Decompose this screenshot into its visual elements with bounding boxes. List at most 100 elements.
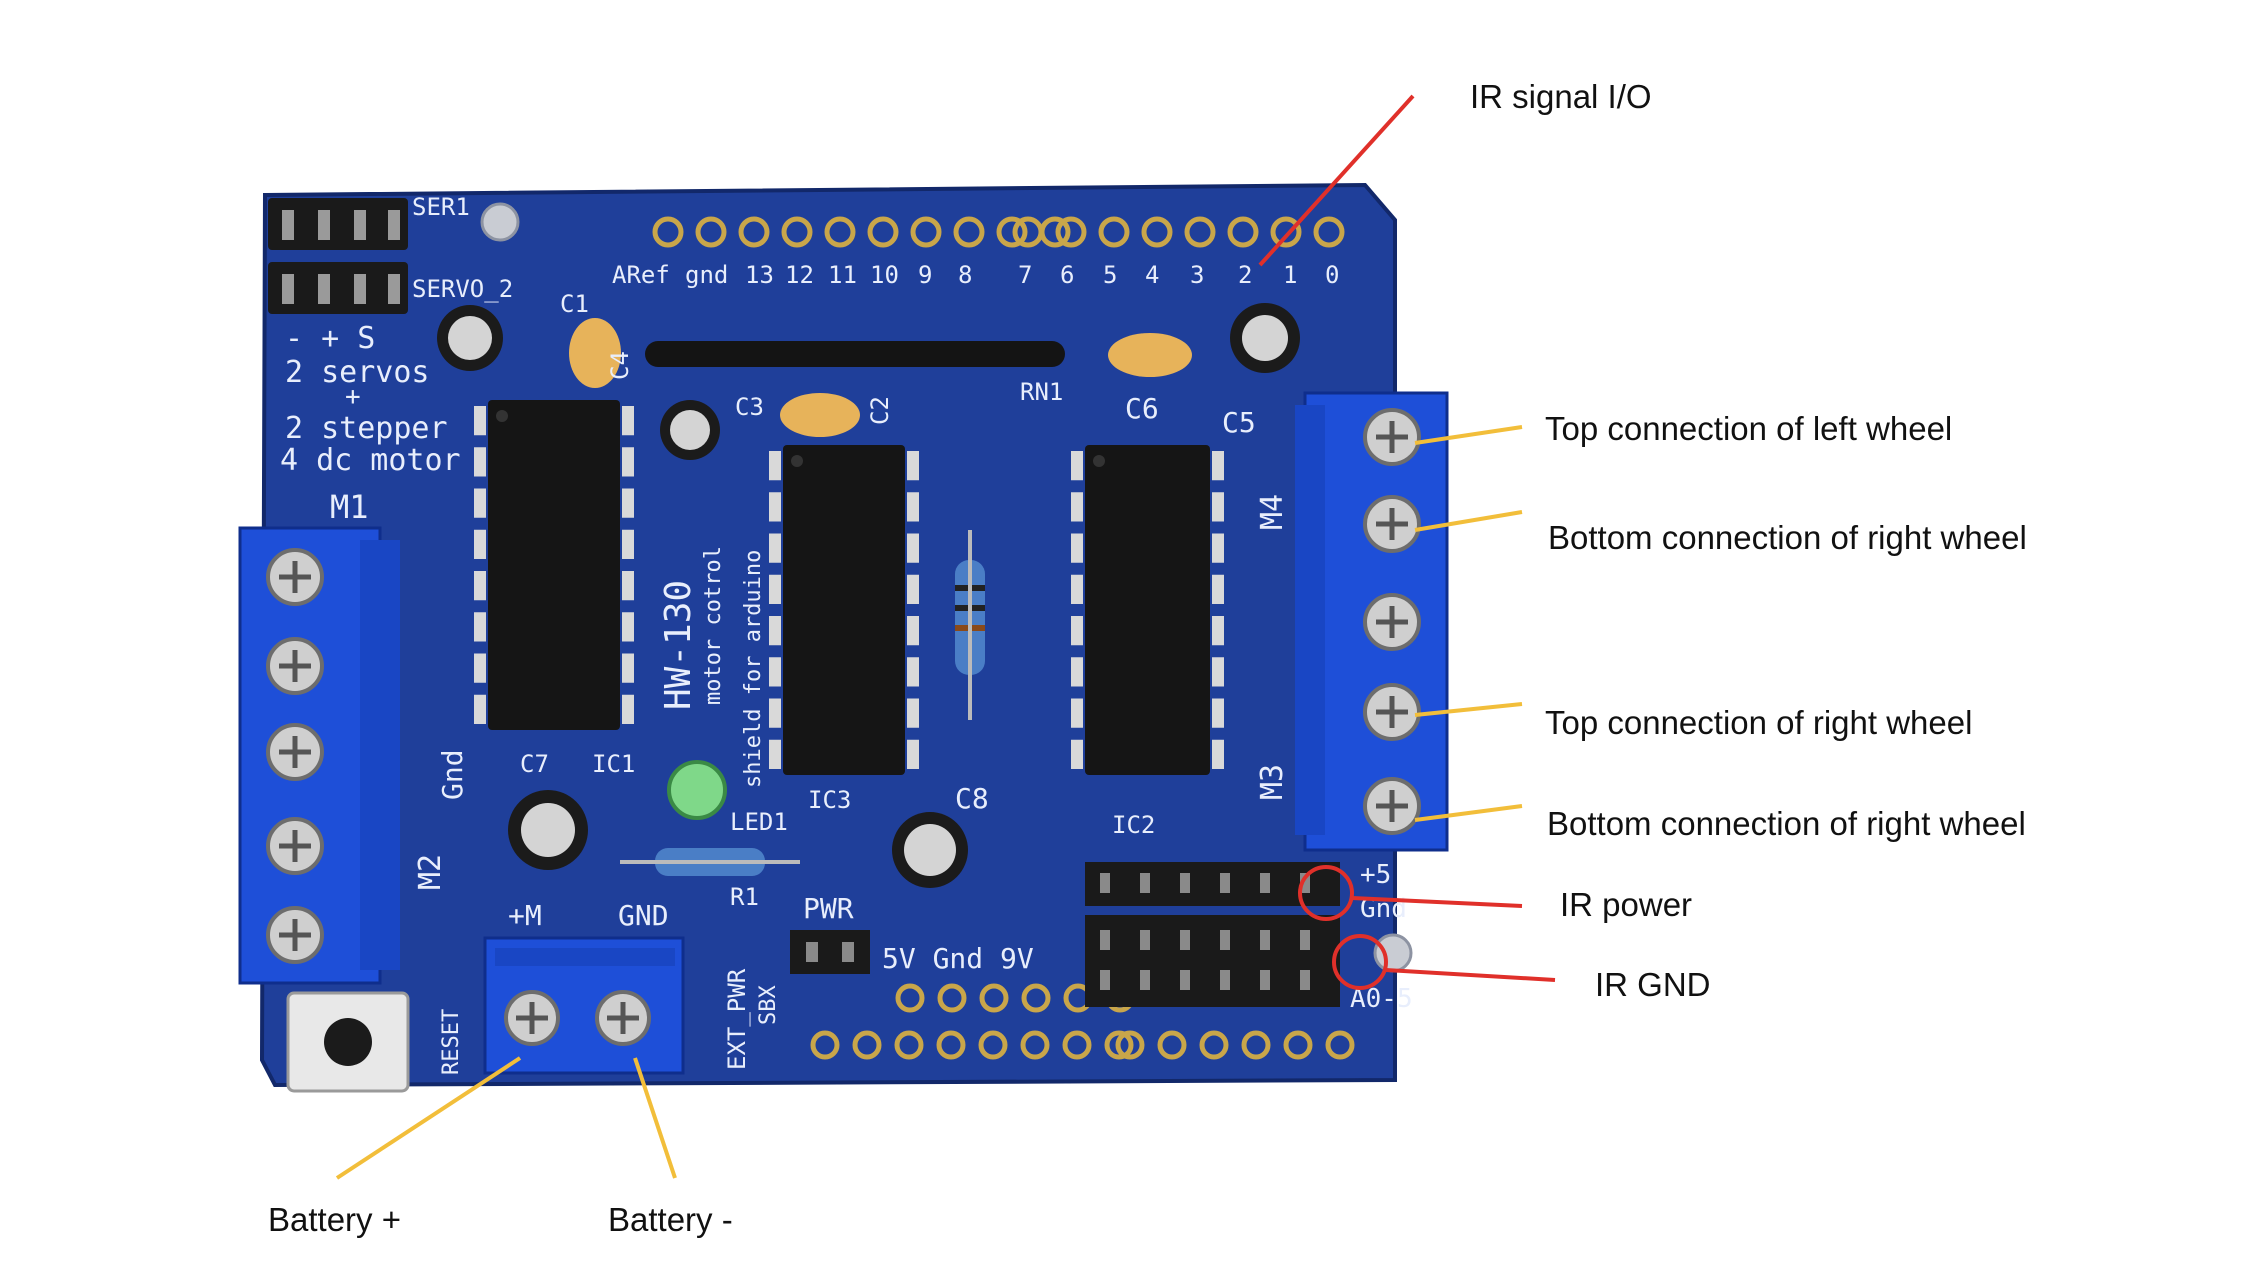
chip-pin [907,492,919,522]
chip-pin [1071,739,1083,769]
chip-pin [622,406,634,436]
header-pad [1157,1030,1187,1060]
chip-pin [769,657,781,687]
header-pad [1227,216,1259,248]
header-pad [894,1030,924,1060]
header-pad [953,216,985,248]
leader-bottom-right-wheel-2 [1414,804,1523,822]
label-feature-plus: + [345,382,361,412]
header-pad [1325,1030,1355,1060]
label-plus-m: +M [508,899,542,932]
header-pad [1020,1030,1050,1060]
label-c1: C1 [560,290,589,318]
label-led1: LED1 [730,808,788,836]
chip-pin [474,694,486,724]
header-pad [996,216,1028,248]
resistor-network-rn1 [645,341,1065,367]
ic-chips [474,400,1224,775]
leader-ir-signal [1258,94,1415,267]
digital-pin-label: 2 [1238,261,1252,289]
header-pin [1220,970,1230,990]
terminal-screw-slot [279,830,311,862]
header-pin [1260,930,1270,950]
terminal-block-m3-m4 [1295,391,1449,852]
leader-battery-plus [335,1056,522,1180]
digital-header-pads [652,216,1345,248]
chip-pin [769,533,781,563]
header-pin [1100,930,1110,950]
chip-pin [622,571,634,601]
label-gnd-term: GND [618,899,669,932]
header-pad [978,1030,1008,1060]
chip-pin [769,616,781,646]
label-c8: C8 [955,782,989,815]
chip-pin [907,533,919,563]
chip-pin [622,529,634,559]
header-pad [1283,1030,1313,1060]
chip-pin [769,698,781,728]
label-model: HW-130 [658,580,699,710]
callout-ir-gnd: IR GND [1595,966,1711,1003]
header-pad [781,216,813,248]
label-servo2: SERVO_2 [412,275,513,303]
label-c7: C7 [520,750,549,778]
leader-ir-gnd [1385,968,1556,982]
header-pin [1180,873,1190,893]
label-m1: M1 [330,488,369,526]
digital-pin-label: 12 [785,261,814,289]
header-pin [1100,970,1110,990]
terminal-screw-slot [1376,508,1408,540]
ir-gnd-marker [1332,934,1388,990]
chip-pin [769,574,781,604]
chip-pin [474,612,486,642]
chip-body [488,400,620,730]
header-pad [979,983,1009,1013]
right-pin-headers [1085,862,1340,1007]
header-pad [895,983,925,1013]
chip-pin [907,451,919,481]
label-r1: R1 [730,883,759,911]
label-c6: C6 [1125,392,1159,425]
leader-battery-minus [633,1057,677,1179]
servo-headers [268,198,408,314]
digital-pin-label: 4 [1145,261,1159,289]
label-ext-pwr: EXT_PWR [723,968,751,1070]
callout-battery-plus: Battery + [268,1201,401,1238]
terminal-screw-slot [1376,421,1408,453]
chip-pin [622,653,634,683]
header-pad [936,1030,966,1060]
header-pin [1220,930,1230,950]
label-subtitle-2: shield for arduino [741,550,766,788]
chip-notch [496,410,508,422]
label-feature-servos: 2 servos [285,355,430,390]
chip-pin [1071,657,1083,687]
digital-pin-label: 6 [1060,261,1074,289]
terminal-screw-slot [279,650,311,682]
callout-top-left-wheel: Top connection of left wheel [1545,410,1953,447]
label-gnd-left: Gnd [436,749,469,800]
header-pad [1241,1030,1271,1060]
label-c5: C5 [1222,406,1256,439]
chip-pin [907,616,919,646]
label-aref: ARef [612,261,670,289]
digital-pin-label: 1 [1283,261,1297,289]
header-pin [1260,970,1270,990]
chip-pin [769,451,781,481]
header-pad [652,216,684,248]
resistors-and-led [620,530,985,876]
terminal-screw-slot [279,736,311,768]
callout-ir-power: IR power [1560,886,1693,923]
chip-pin [474,488,486,518]
label-c4: C4 [606,351,634,380]
capacitors [437,303,1300,888]
callout-battery-minus: Battery - [608,1201,733,1238]
digital-pin-label: 8 [958,261,972,289]
leader-lines [335,94,1556,1180]
chip-pin [907,574,919,604]
label-ser1: SER1 [412,193,470,221]
chip-pin [474,571,486,601]
chip-body [783,445,905,775]
header-pin [1300,970,1310,990]
digital-pin-label: 10 [870,261,899,289]
